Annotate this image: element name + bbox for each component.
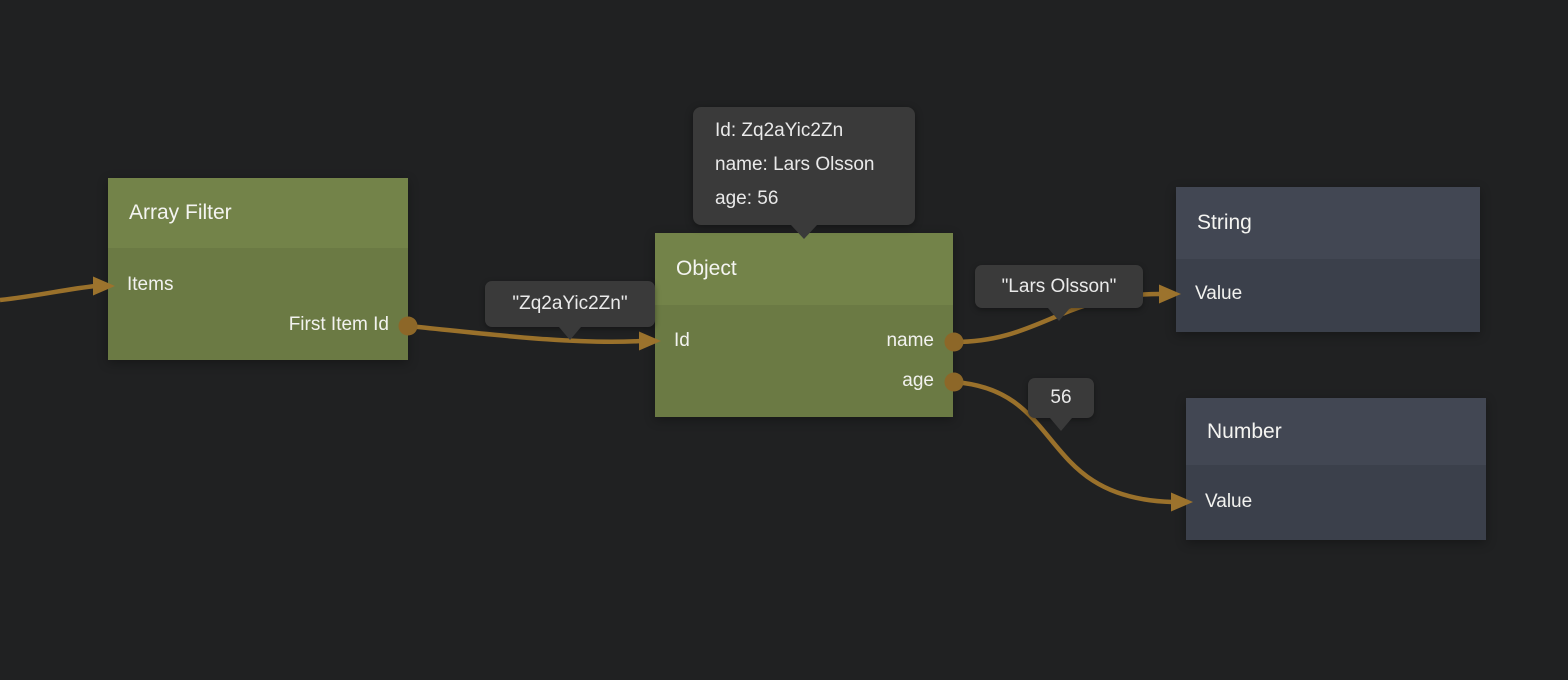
output-row-first-item-id: First Item Id — [108, 305, 408, 345]
input-label: Value — [1205, 491, 1253, 512]
output-label: First Item Id — [288, 314, 389, 335]
node-title: String — [1197, 211, 1252, 234]
node-string[interactable]: String Value — [1176, 187, 1480, 332]
input-port-array-filter-items[interactable] — [93, 276, 115, 296]
input-port-string-value[interactable] — [1159, 284, 1181, 304]
wire-age-to-number-value — [953, 379, 1173, 505]
wire-into-items — [0, 283, 97, 303]
wire-value-bubble-name: "Lars Olsson" — [975, 265, 1143, 308]
output-port-object-age[interactable] — [944, 372, 964, 392]
output-label: age — [902, 370, 934, 391]
wire-value-text: "Zq2aYic2Zn" — [512, 293, 628, 314]
node-string-body: Value — [1176, 259, 1480, 332]
input-label: Value — [1195, 283, 1243, 304]
node-number-body: Value — [1186, 465, 1486, 540]
output-label: name — [886, 330, 934, 351]
node-title: Number — [1207, 419, 1282, 443]
output-port-first-item-id[interactable] — [398, 316, 418, 336]
object-value-tooltip: Id: Zq2aYic2Zn name: Lars Olsson age: 56 — [693, 107, 915, 225]
input-port-number-value[interactable] — [1171, 492, 1193, 512]
wire-value-bubble-age: 56 — [1028, 378, 1094, 418]
tooltip-line-id: Id: Zq2aYic2Zn — [715, 120, 844, 141]
node-number-header[interactable]: Number — [1186, 398, 1486, 465]
node-object[interactable]: Object Id name age — [655, 233, 953, 417]
node-array-filter-body: Items First Item Id — [108, 248, 408, 360]
input-label: Items — [127, 274, 174, 295]
node-object-body: Id name age — [655, 305, 953, 417]
output-row-age: age — [655, 361, 953, 401]
output-port-object-name[interactable] — [944, 332, 964, 352]
wire-value-text: 56 — [1050, 387, 1072, 408]
wire-value-text: "Lars Olsson" — [1001, 275, 1117, 297]
wire-value-bubble-id: "Zq2aYic2Zn" — [485, 281, 655, 327]
input-row-value: Value — [1186, 482, 1486, 522]
input-port-object-id[interactable] — [639, 331, 661, 351]
node-title: Array Filter — [129, 201, 232, 224]
tooltip-line-name: name: Lars Olsson — [715, 154, 875, 175]
input-label: Id — [674, 330, 690, 351]
input-row-items: Items — [108, 265, 408, 305]
tooltip-line-age: age: 56 — [715, 188, 779, 209]
row-id-name: Id name — [655, 321, 953, 361]
wire-first-item-id-to-object-id — [407, 323, 643, 345]
node-number[interactable]: Number Value — [1186, 398, 1486, 540]
node-array-filter-header[interactable]: Array Filter — [108, 178, 408, 248]
node-object-header[interactable]: Object — [655, 233, 953, 305]
input-row-value: Value — [1176, 274, 1480, 314]
node-string-header[interactable]: String — [1176, 187, 1480, 259]
node-array-filter[interactable]: Array Filter Items First Item Id — [108, 178, 408, 360]
node-title: Object — [676, 257, 737, 280]
